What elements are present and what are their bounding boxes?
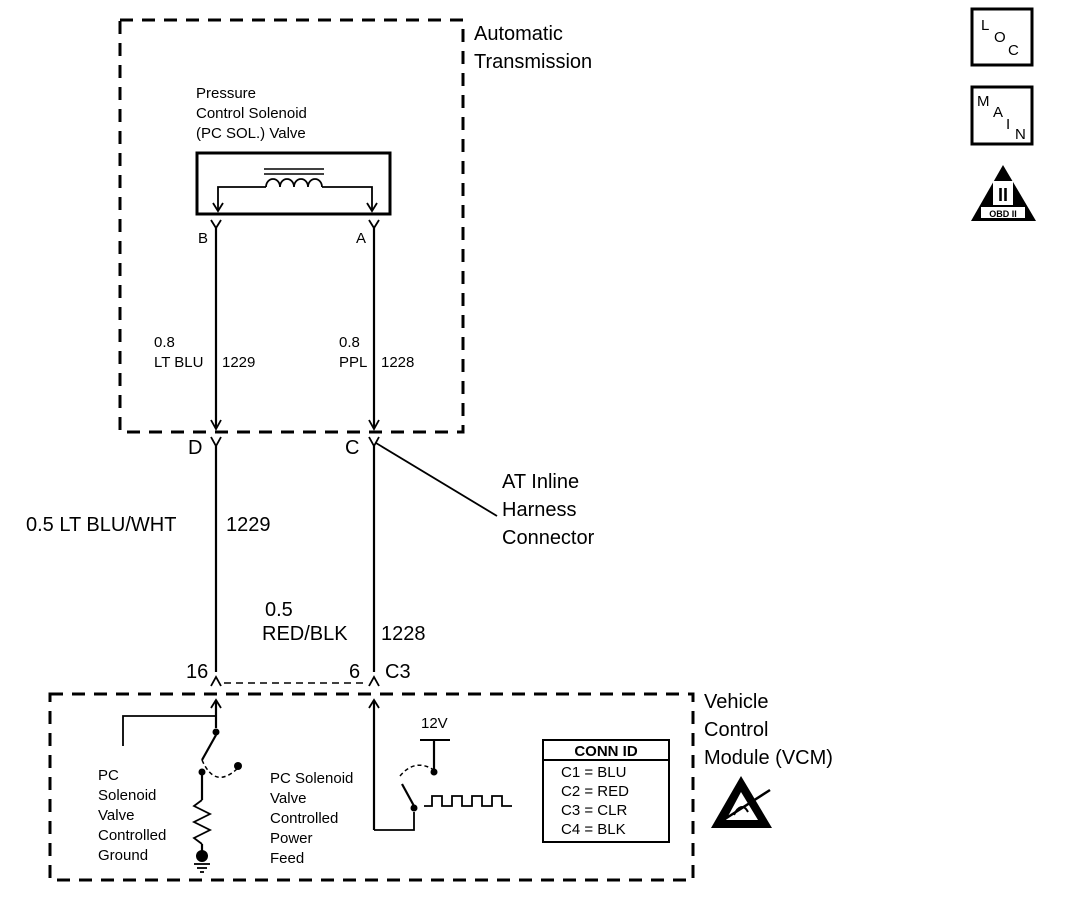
wire-left-gauge: 0.8 [154,334,175,351]
inline-connector-label-line1: AT Inline [502,471,579,493]
harness-left-wire: 0.5 LT BLU/WHT [26,514,176,536]
svg-text:OBD II: OBD II [989,209,1017,219]
wire-right-gauge: 0.8 [339,334,360,351]
inline-connector-label-line2: Harness [502,499,576,521]
pin-b-connector-icon [210,219,222,230]
harness-left-circuit: 1229 [226,514,271,536]
conn-id-row-c2: C2 = RED [561,783,629,800]
svg-text:II: II [998,185,1008,205]
wire-right-circuit: 1228 [381,354,414,371]
vcm-title-line3: Module (VCM) [704,747,833,769]
vcm-pin-6-label: 6 [349,661,360,683]
harness-right-gauge: 0.5 [265,599,293,621]
svg-text:A: A [993,104,1003,121]
supply-voltage-label: 12V [421,715,448,732]
esd-warning-icon [711,776,772,828]
svg-text:C: C [1008,42,1019,59]
inline-connector-leader [375,442,498,517]
ground-label-line5: Ground [98,847,148,864]
power-feed-circuit [368,698,512,831]
transmission-boundary [118,18,465,434]
pin-b-label: B [198,230,208,247]
feed-label-line2: Valve [270,790,306,807]
loc-icon: L O C [970,7,1034,67]
vcm-boundary [48,692,695,882]
wire-left-color: LT BLU [154,354,203,371]
inline-pin-c-label: C [345,437,359,459]
vcm-pin-16-label: 16 [186,661,208,683]
feed-label-line4: Power [270,830,313,847]
inline-pin-d-icon [210,436,222,448]
pin-a-connector-icon [368,219,380,230]
svg-text:O: O [994,29,1006,46]
conn-id-table [542,739,670,843]
feed-label-line5: Feed [270,850,304,867]
vcm-pin-16-icon [210,675,222,687]
inline-pin-d-label: D [188,437,202,459]
ground-label-line1: PC [98,767,119,784]
svg-text:I: I [1006,116,1010,133]
svg-text:M: M [977,93,990,110]
pin-a-label: A [356,230,366,247]
wire-right-color: PPL [339,354,367,371]
wire-left-circuit: 1229 [222,354,255,371]
svg-text:L: L [981,17,989,34]
conn-id-row-c3: C3 = CLR [561,802,627,819]
ground-driver-circuit [122,698,242,873]
ground-label-line4: Controlled [98,827,166,844]
solenoid-valve-icon [195,151,392,216]
vcm-title-line1: Vehicle [704,691,769,713]
conn-id-row-c1: C1 = BLU [561,764,626,781]
transmission-title-line2: Transmission [474,51,592,73]
ground-label-line3: Valve [98,807,134,824]
vcm-pin-6-icon [368,675,380,687]
solenoid-label-line1: Pressure [196,85,256,102]
feed-label-line3: Controlled [270,810,338,827]
arrow-right-icon [368,419,380,431]
transmission-title-line1: Automatic [474,23,563,45]
conn-id-header: CONN ID [574,743,638,760]
feed-label-line1: PC Solenoid [270,770,353,787]
svg-text:N: N [1015,126,1026,143]
harness-right-color: RED/BLK [262,623,348,645]
harness-right-circuit: 1228 [381,623,426,645]
vcm-title-line2: Control [704,719,768,741]
arrow-left-icon [210,419,222,431]
inline-connector-label-line3: Connector [502,527,595,549]
obd-ii-icon: II OBD II [971,165,1036,221]
main-icon: M A I N [970,85,1034,146]
conn-id-row-c4: C4 = BLK [561,821,626,838]
ground-label-line2: Solenoid [98,787,156,804]
vcm-connector-label: C3 [385,661,411,683]
solenoid-label-line3: (PC SOL.) Valve [196,125,306,142]
solenoid-label-line2: Control Solenoid [196,105,307,122]
